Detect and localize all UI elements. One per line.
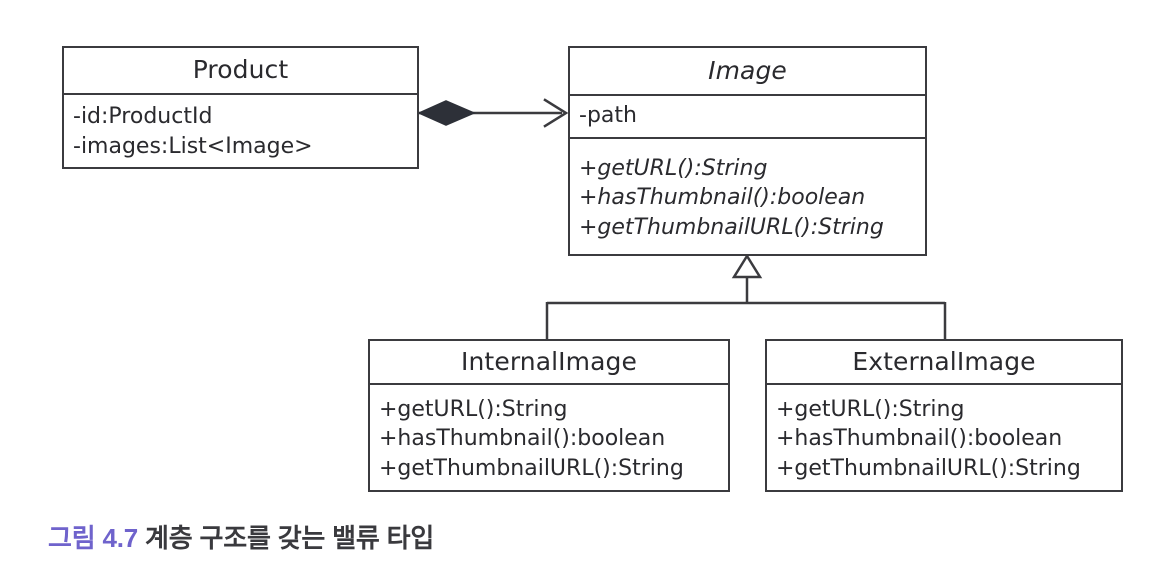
class-title-compartment: Product	[64, 48, 417, 93]
class-operations-compartment: +getURL():String +hasThumbnail():boolean…	[570, 136, 925, 254]
attribute-row: -id:ProductId	[73, 104, 213, 130]
uml-class-external-image[interactable]: ExternalImage +getURL():String +hasThumb…	[765, 339, 1123, 492]
open-arrow-icon	[543, 98, 569, 128]
composition-product-image	[417, 98, 569, 128]
operation-row: +hasThumbnail():boolean	[776, 426, 1063, 452]
class-title-compartment: ExternalImage	[767, 341, 1121, 383]
operation-row: +getThumbnailURL():String	[379, 455, 684, 481]
class-title-compartment: Image	[570, 48, 925, 94]
operation-row: +getThumbnailURL():String	[579, 214, 884, 240]
figure-number: 그림 4.7	[48, 523, 139, 553]
operation-row: +getURL():String	[579, 155, 768, 181]
filled-diamond-icon	[417, 100, 476, 126]
class-name-internal-image: InternalImage	[461, 346, 637, 376]
class-title-compartment: InternalImage	[370, 341, 728, 383]
generalization-tree	[545, 253, 947, 339]
attribute-row: -images:List<Image>	[73, 133, 313, 159]
operation-row: +getURL():String	[379, 396, 568, 422]
uml-class-internal-image[interactable]: InternalImage +getURL():String +hasThumb…	[368, 339, 730, 492]
hollow-triangle-icon	[731, 253, 763, 279]
class-name-image: Image	[708, 55, 787, 85]
operation-row: +getURL():String	[776, 396, 965, 422]
class-attributes-compartment: -path	[570, 93, 925, 137]
figure-title: 계층 구조를 갖는 밸류 타입	[145, 523, 435, 553]
attribute-row: -path	[579, 103, 637, 129]
class-name-product: Product	[192, 55, 289, 85]
operation-row: +getThumbnailURL():String	[776, 455, 1081, 481]
uml-class-image[interactable]: Image -path +getURL():String +hasThumbna…	[568, 46, 927, 256]
class-name-external-image: ExternalImage	[852, 346, 1036, 376]
class-attributes-compartment: -id:ProductId -images:List<Image>	[64, 92, 417, 167]
figure-caption: 그림 4.7 계층 구조를 갖는 밸류 타입	[48, 518, 434, 555]
class-operations-compartment: +getURL():String +hasThumbnail():boolean…	[767, 382, 1121, 490]
operation-row: +hasThumbnail():boolean	[579, 185, 866, 211]
class-operations-compartment: +getURL():String +hasThumbnail():boolean…	[370, 382, 728, 490]
uml-class-product[interactable]: Product -id:ProductId -images:List<Image…	[62, 46, 419, 169]
operation-row: +hasThumbnail():boolean	[379, 426, 666, 452]
